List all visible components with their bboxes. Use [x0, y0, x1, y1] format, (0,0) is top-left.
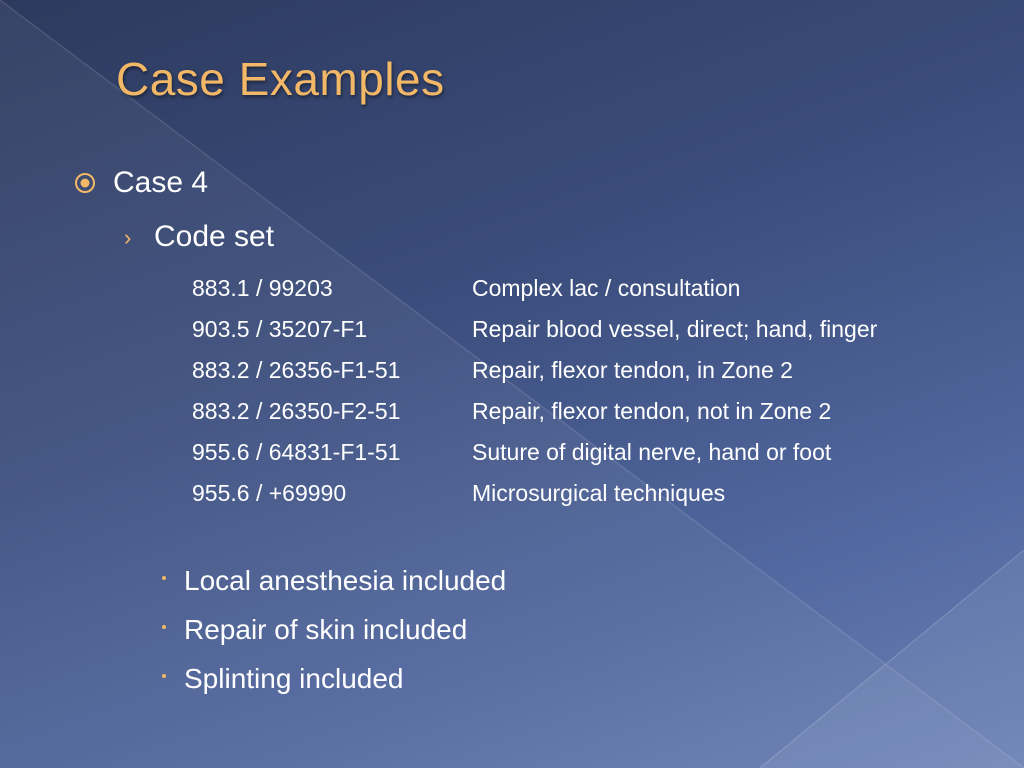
code-description: Complex lac / consultation: [472, 275, 741, 301]
bullet-level1: Case 4: [74, 166, 208, 200]
notes-list: Local anesthesia included Repair of skin…: [162, 556, 506, 703]
bullet-level2: › Code set: [124, 220, 274, 254]
code-value: 883.1 / 99203: [192, 275, 333, 301]
list-item: Local anesthesia included: [162, 556, 506, 605]
bullet-dot-icon: [162, 624, 166, 629]
code-value: 883.2 / 26356-F1-51: [192, 357, 401, 383]
bullet-dot-icon: [162, 575, 166, 580]
code-value: 903.5 / 35207-F1: [192, 316, 368, 342]
code-description: Repair blood vessel, direct; hand, finge…: [472, 316, 878, 342]
bullet-level2-text: Code set: [154, 220, 275, 253]
code-row: 955.6 / 64831-F1-51 Suture of digital ne…: [192, 432, 877, 473]
code-description: Repair, flexor tendon, in Zone 2: [472, 357, 793, 383]
code-row: 883.2 / 26356-F1-51 Repair, flexor tendo…: [192, 350, 877, 391]
note-text: Splinting included: [184, 662, 404, 694]
list-item: Repair of skin included: [162, 605, 506, 654]
bullet-dot-icon: [162, 673, 166, 678]
code-value: 883.2 / 26350-F2-51: [192, 398, 401, 424]
chevron-right-icon: ›: [124, 225, 132, 250]
code-row: 883.1 / 99203 Complex lac / consultation: [192, 268, 877, 309]
bullet-level1-text: Case 4: [113, 166, 209, 199]
code-value: 955.6 / +69990: [192, 480, 347, 506]
code-description: Microsurgical techniques: [472, 480, 726, 506]
code-row: 903.5 / 35207-F1 Repair blood vessel, di…: [192, 309, 877, 350]
code-description: Suture of digital nerve, hand or foot: [472, 439, 832, 465]
code-row: 883.2 / 26350-F2-51 Repair, flexor tendo…: [192, 391, 877, 432]
code-description: Repair, flexor tendon, not in Zone 2: [472, 398, 832, 424]
note-text: Repair of skin included: [184, 613, 468, 645]
code-value: 955.6 / 64831-F1-51: [192, 439, 401, 465]
circled-dot-icon: [75, 173, 95, 193]
slide-title: Case Examples: [116, 53, 445, 105]
code-set-table: 883.1 / 99203 Complex lac / consultation…: [192, 268, 877, 514]
code-row: 955.6 / +69990 Microsurgical techniques: [192, 473, 877, 514]
list-item: Splinting included: [162, 654, 506, 703]
note-text: Local anesthesia included: [184, 564, 507, 596]
